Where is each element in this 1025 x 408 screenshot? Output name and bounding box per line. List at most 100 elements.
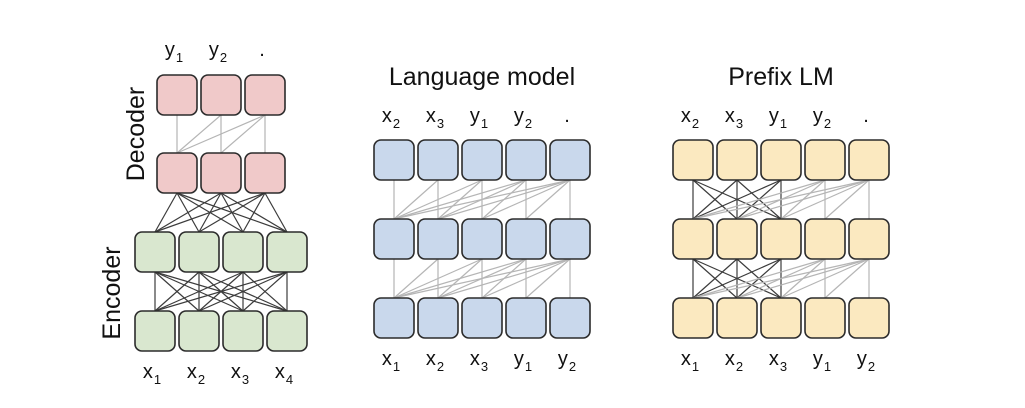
pl-connection	[736, 179, 870, 220]
lm-connection	[393, 179, 571, 220]
lm-input-token: x2	[426, 348, 444, 374]
pl-box	[760, 297, 802, 339]
encoder-decoder-connection	[154, 192, 178, 233]
pl-connection	[692, 179, 826, 220]
prefix-lm-connections	[692, 179, 870, 299]
encoder-decoder-connection	[154, 192, 222, 233]
pl-output-token: x2	[681, 105, 699, 131]
pl-connection	[692, 179, 870, 220]
language-model-connections	[393, 179, 571, 299]
encoder-connection	[154, 271, 244, 312]
pl-box	[716, 218, 758, 260]
lm-output-token: x3	[426, 105, 444, 131]
pl-box	[760, 139, 802, 181]
decoder-output-box	[200, 74, 242, 116]
lm-box	[373, 297, 415, 339]
lm-connection	[393, 179, 527, 220]
decoder-causal-connection	[176, 114, 266, 154]
pl-input-token: x3	[769, 348, 787, 374]
pl-connection	[692, 258, 826, 299]
encoder-decoder-connection	[242, 192, 266, 233]
pl-box	[848, 297, 890, 339]
lm-connection	[393, 258, 483, 299]
encoder-upper-box	[222, 231, 264, 273]
language-model-boxes	[373, 139, 591, 339]
pl-input-token: x2	[725, 348, 743, 374]
lm-connection	[393, 258, 571, 299]
pl-box	[848, 139, 890, 181]
lm-box	[461, 139, 503, 181]
pl-box	[672, 218, 714, 260]
encoder-decoder-connection	[198, 192, 266, 233]
pl-input-token: y2	[857, 348, 875, 374]
decoder-input-box	[200, 152, 242, 194]
pl-box	[716, 297, 758, 339]
lm-output-token: y1	[470, 105, 488, 131]
decoder-output-box	[244, 74, 286, 116]
lm-input-token: y1	[514, 348, 532, 374]
encoder-lower-box	[178, 310, 220, 352]
lm-output-token: x2	[382, 105, 400, 131]
encoder-upper-box	[266, 231, 308, 273]
pl-connection	[692, 258, 870, 299]
encoder-connection	[198, 271, 288, 312]
pl-box	[848, 218, 890, 260]
decoder-output-token: y1	[165, 39, 183, 65]
encoder-connection	[242, 271, 288, 312]
pl-box	[760, 218, 802, 260]
lm-box	[549, 297, 591, 339]
lm-output-token: .	[564, 105, 570, 127]
pl-output-token: .	[863, 105, 869, 127]
language-model-title: Language model	[389, 63, 575, 91]
pl-input-token: x1	[681, 348, 699, 374]
encoder-upper-box	[178, 231, 220, 273]
lm-box	[549, 139, 591, 181]
pl-box	[804, 297, 846, 339]
decoder-causal-connection	[176, 114, 222, 154]
pl-input-token: y1	[813, 348, 831, 374]
pl-connection	[692, 179, 782, 220]
lm-connection	[525, 258, 571, 299]
lm-connection	[525, 179, 571, 220]
lm-box	[505, 218, 547, 260]
lm-box	[549, 218, 591, 260]
lm-connection	[481, 179, 571, 220]
pl-output-token: y2	[813, 105, 831, 131]
encoder-lower-box	[134, 310, 176, 352]
encoder-input-token: x4	[275, 361, 293, 387]
lm-box	[373, 139, 415, 181]
pl-connection	[780, 258, 870, 299]
lm-connection	[437, 179, 571, 220]
encoder-input-token: x3	[231, 361, 249, 387]
encoder-decoder-connections	[154, 114, 288, 312]
lm-input-token: x1	[382, 348, 400, 374]
encoder-connection	[154, 271, 200, 312]
prefix-lm-boxes	[672, 139, 890, 339]
encoder-decoder-boxes	[134, 74, 308, 352]
pl-box	[672, 139, 714, 181]
pl-box	[804, 139, 846, 181]
decoder-output-token: .	[259, 39, 265, 61]
pl-output-token: y1	[769, 105, 787, 131]
encoder-lower-box	[266, 310, 308, 352]
lm-box	[417, 139, 459, 181]
pl-connection	[692, 258, 738, 299]
encoder-decoder-connection	[154, 192, 266, 233]
lm-connection	[437, 258, 571, 299]
lm-connection	[393, 179, 439, 220]
lm-box	[505, 297, 547, 339]
decoder-causal-connection	[220, 114, 266, 154]
lm-box	[461, 297, 503, 339]
prefix-lm-title: Prefix LM	[728, 63, 834, 91]
encoder-connection	[154, 271, 288, 312]
decoder-input-box	[156, 152, 198, 194]
decoder-output-box	[156, 74, 198, 116]
pl-connection	[692, 179, 738, 220]
pl-connection	[736, 258, 870, 299]
lm-input-token: y2	[558, 348, 576, 374]
lm-box	[417, 297, 459, 339]
